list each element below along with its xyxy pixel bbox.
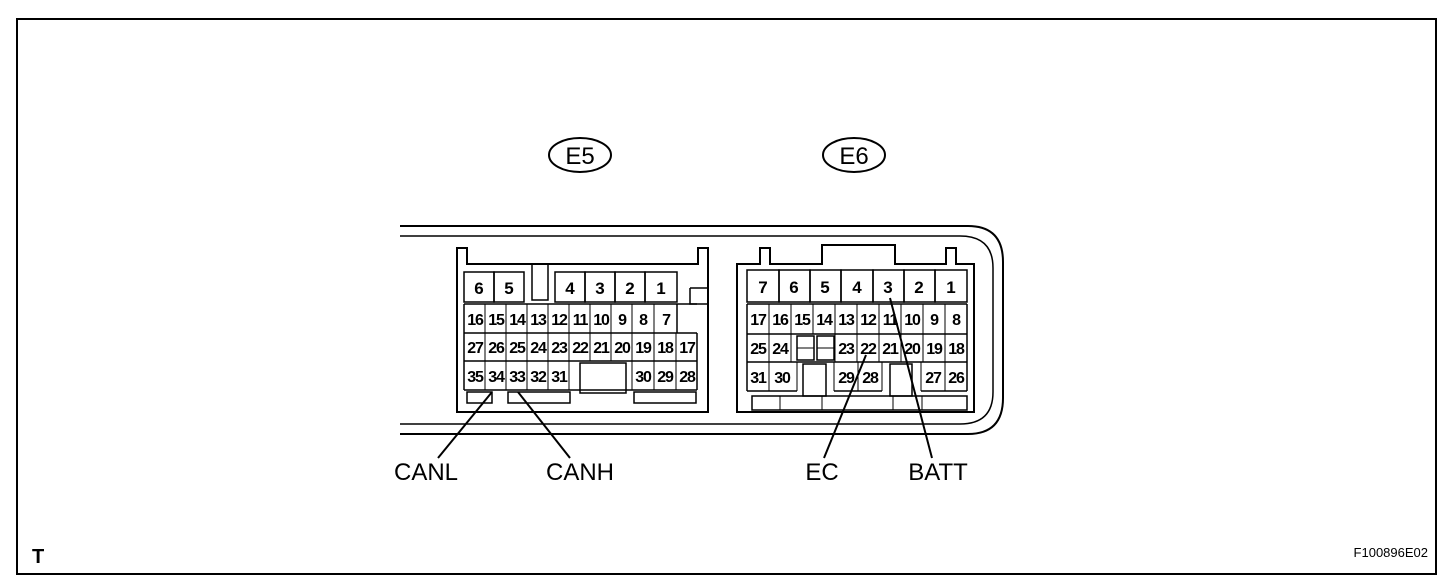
pin-label: 16 <box>772 312 789 329</box>
pin-label: 21 <box>882 341 899 358</box>
pin-label: 7 <box>662 312 671 329</box>
pin-label: 29 <box>657 369 674 386</box>
pin-label: 34 <box>488 369 505 386</box>
pin-label: 12 <box>860 312 877 329</box>
leader-line-ec <box>823 354 867 459</box>
pin-label: 30 <box>774 370 791 387</box>
corner-label: T <box>32 546 44 568</box>
connector-label-e5: E5 <box>565 143 594 170</box>
connector-e6-grid <box>746 269 968 392</box>
pin-label: 26 <box>948 370 965 387</box>
pin-label: 28 <box>679 369 696 386</box>
pin-label: 32 <box>530 369 547 386</box>
pin-label: 24 <box>530 340 547 357</box>
signal-label-ec: EC <box>805 459 838 486</box>
pin-label: 19 <box>926 341 943 358</box>
pin-label: 13 <box>838 312 855 329</box>
pin-label: 26 <box>488 340 505 357</box>
pin-label: 27 <box>925 370 942 387</box>
pin-label: 4 <box>565 279 575 298</box>
pin-label: 15 <box>794 312 811 329</box>
pin-label: 35 <box>467 369 484 386</box>
pin-label: 7 <box>758 278 767 297</box>
leader-lines <box>437 297 933 459</box>
pin-label: 10 <box>904 312 921 329</box>
pin-label: 25 <box>750 341 767 358</box>
pin-label: 29 <box>838 370 855 387</box>
pin-label: 6 <box>789 278 798 297</box>
pin-label: 5 <box>820 278 829 297</box>
signal-label-canl: CANL <box>394 459 458 486</box>
pin-label: 23 <box>838 341 855 358</box>
pin-label: 9 <box>618 312 627 329</box>
pin-label: 28 <box>862 370 879 387</box>
pin-label: 23 <box>551 340 568 357</box>
pin-label: 18 <box>657 340 674 357</box>
diagram-frame <box>16 18 1437 575</box>
pin-label: 4 <box>852 278 862 297</box>
pin-label: 13 <box>530 312 547 329</box>
leader-line-canl <box>437 391 493 459</box>
pin-label: 19 <box>635 340 652 357</box>
pin-label: 1 <box>946 278 955 297</box>
pin-label: 27 <box>467 340 484 357</box>
pin-label: 17 <box>679 340 696 357</box>
pin-label: 12 <box>551 312 568 329</box>
pin-label: 21 <box>593 340 610 357</box>
connector-e5-housing <box>456 247 709 413</box>
pin-label: 24 <box>772 341 789 358</box>
pin-label: 25 <box>509 340 526 357</box>
pin-label: 16 <box>467 312 484 329</box>
pin-label: 2 <box>625 279 634 298</box>
pin-label: 5 <box>504 279 513 298</box>
leader-line-batt <box>889 297 933 459</box>
pin-label: 8 <box>952 312 961 329</box>
connector-e6-pin-labels: 7 6 5 4 3 2 1 17 16 15 14 13 12 11 10 9 … <box>750 278 966 387</box>
pin-label: 15 <box>488 312 505 329</box>
connector-badge-e5: E5 <box>548 137 612 173</box>
pin-label: 8 <box>639 312 648 329</box>
signal-label-batt: BATT <box>908 459 968 486</box>
pin-label: 22 <box>860 341 877 358</box>
pin-label: 3 <box>595 279 604 298</box>
connector-label-e6: E6 <box>839 143 868 170</box>
pin-label: 3 <box>883 278 892 297</box>
connector-badge-e6: E6 <box>822 137 886 173</box>
signal-label-canh: CANH <box>546 459 614 486</box>
pin-label: 9 <box>930 312 939 329</box>
pin-label: 20 <box>904 341 921 358</box>
pin-label: 17 <box>750 312 767 329</box>
figure-id: F100896E02 <box>1354 545 1428 560</box>
ecu-housing <box>400 225 1004 435</box>
leader-line-canh <box>517 391 571 459</box>
pin-label: 20 <box>614 340 631 357</box>
pin-label: 33 <box>509 369 526 386</box>
pin-label: 14 <box>816 312 833 329</box>
connector-e5-pin-labels: 6 5 4 3 2 1 16 15 14 13 12 11 10 9 8 7 2… <box>467 279 697 386</box>
pin-label: 11 <box>573 312 589 329</box>
pin-label: 31 <box>551 369 568 386</box>
pin-label: 14 <box>509 312 526 329</box>
pin-label: 31 <box>750 370 767 387</box>
connector-e5-grid <box>463 271 698 391</box>
pin-label: 18 <box>948 341 965 358</box>
connector-e6-housing <box>736 244 975 413</box>
pin-label: 1 <box>656 279 665 298</box>
pin-label: 2 <box>914 278 923 297</box>
pin-label: 22 <box>572 340 589 357</box>
pin-label: 10 <box>593 312 610 329</box>
pin-label: 30 <box>635 369 652 386</box>
pin-label: 6 <box>474 279 483 298</box>
